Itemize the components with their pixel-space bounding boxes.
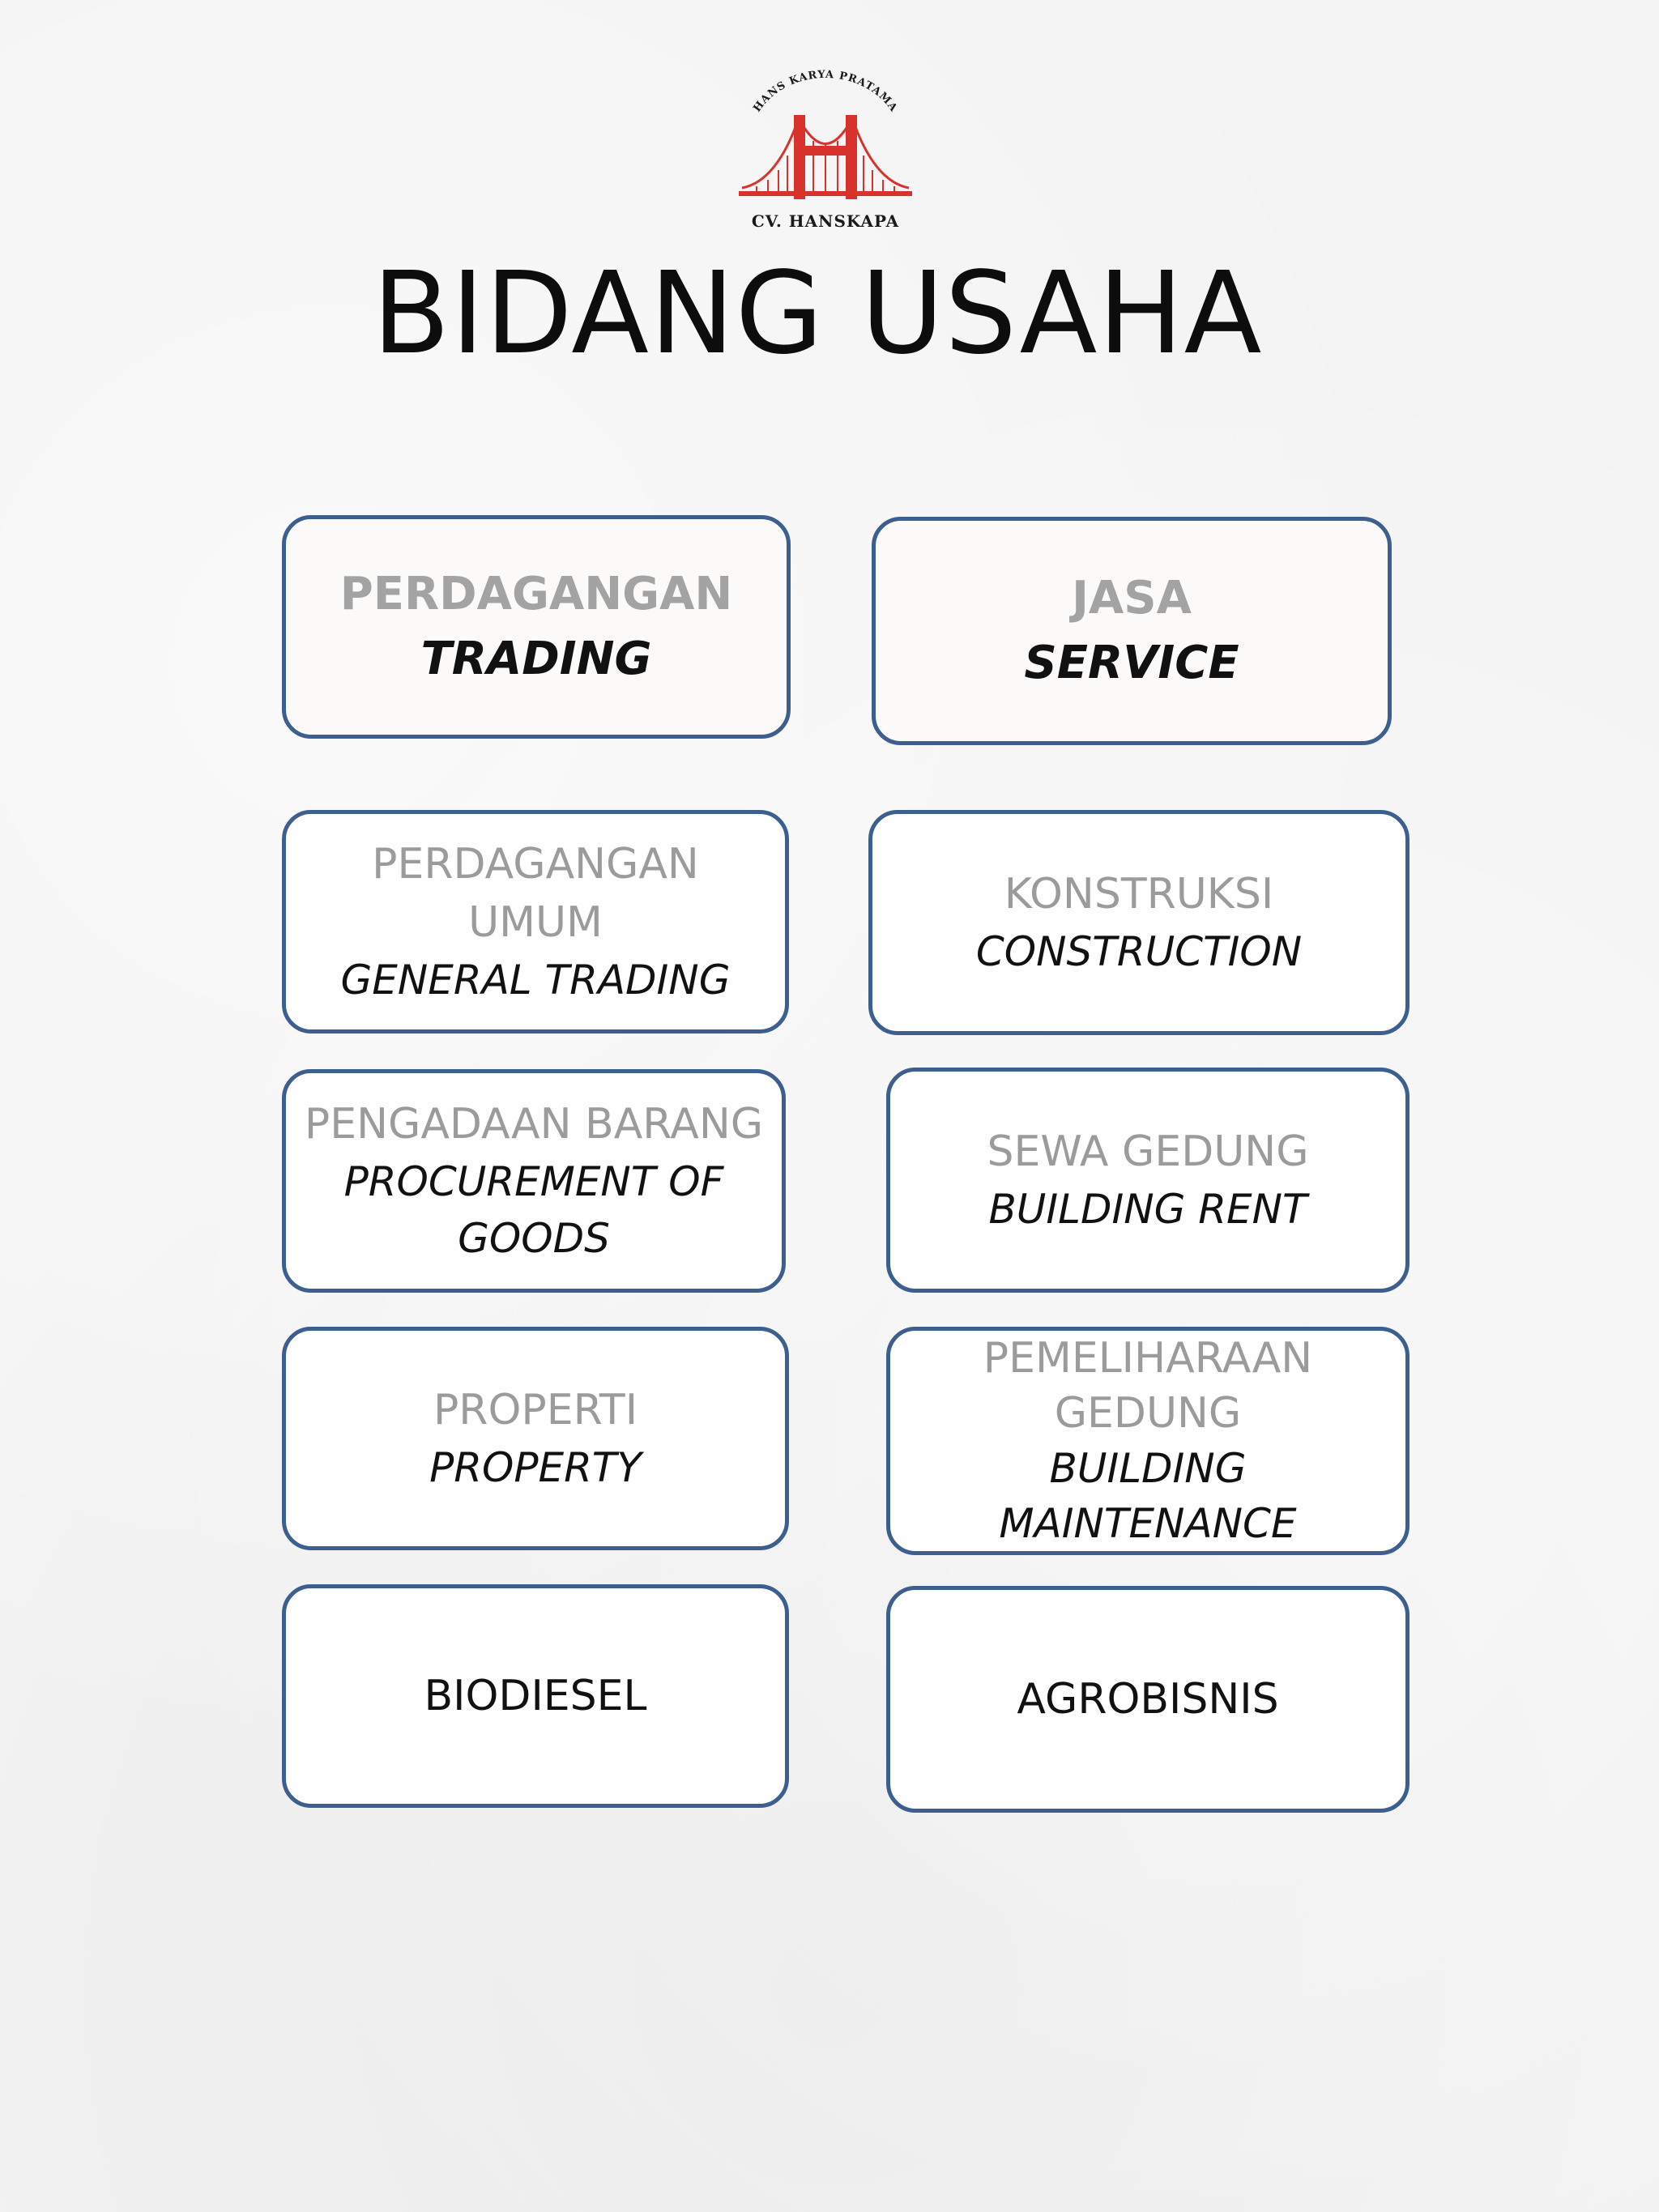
construction-box: KONSTRUKSI CONSTRUCTION (868, 810, 1410, 1035)
construction-id-line-1: KONSTRUKSI (1004, 870, 1274, 918)
trading-en-label: TRADING (420, 633, 652, 685)
trading-id-label: PERDAGANGAN (339, 568, 733, 620)
page-title: BIDANG USAHA (372, 248, 1263, 380)
procurement-id-line-1: PENGADAAN BARANG (304, 1100, 764, 1149)
procurement-en-line-2: GOODS (458, 1215, 610, 1262)
procurement-en-line-1: PROCUREMENT OF (343, 1158, 724, 1205)
maintenance-id-line-2: GEDUNG (1054, 1389, 1242, 1438)
company-logo: HANS KARYA PRATAMA CV. HANSKAPA (732, 68, 919, 234)
service-id-label: JASA (1072, 572, 1192, 624)
agrobisnis-box: AGROBISNIS (886, 1586, 1410, 1813)
maintenance-id-line-1: PEMELIHARAAN (983, 1334, 1313, 1383)
property-en-line-1: PROPERTY (429, 1444, 642, 1491)
building-rent-en-line-1: BUILDING RENT (988, 1186, 1307, 1233)
construction-en-line-1: CONSTRUCTION (975, 928, 1303, 975)
general-trading-id-line-1: PERDAGANGAN (372, 840, 699, 889)
logo-company-name: CV. HANSKAPA (752, 211, 899, 231)
general-trading-id-line-2: UMUM (468, 898, 603, 947)
general-trading-box: PERDAGANGAN UMUM GENERAL TRADING (282, 810, 789, 1034)
maintenance-en-line-1: BUILDING (1049, 1445, 1247, 1492)
service-header-box: JASA SERVICE (872, 517, 1392, 745)
service-en-label: SERVICE (1024, 637, 1239, 689)
building-rent-id-line-1: SEWA GEDUNG (987, 1127, 1309, 1176)
maintenance-en-line-2: MAINTENANCE (999, 1500, 1297, 1547)
biodiesel-box: BIODIESEL (282, 1584, 789, 1808)
building-rent-box: SEWA GEDUNG BUILDING RENT (886, 1068, 1410, 1293)
building-maintenance-box: PEMELIHARAAN GEDUNG BUILDING MAINTENANCE (886, 1327, 1410, 1555)
bridge-logo-icon: HANS KARYA PRATAMA CV. HANSKAPA (739, 69, 912, 231)
agrobisnis-label: AGROBISNIS (1017, 1675, 1279, 1724)
property-id-line-1: PROPERTI (433, 1386, 638, 1434)
logo-arc-text: HANS KARYA PRATAMA (751, 69, 899, 114)
biodiesel-label: BIODIESEL (424, 1672, 647, 1720)
trading-header-box: PERDAGANGAN TRADING (282, 515, 791, 739)
general-trading-en-line-1: GENERAL TRADING (340, 957, 731, 1004)
procurement-box: PENGADAAN BARANG PROCUREMENT OF GOODS (282, 1069, 786, 1293)
property-box: PROPERTI PROPERTY (282, 1327, 789, 1550)
